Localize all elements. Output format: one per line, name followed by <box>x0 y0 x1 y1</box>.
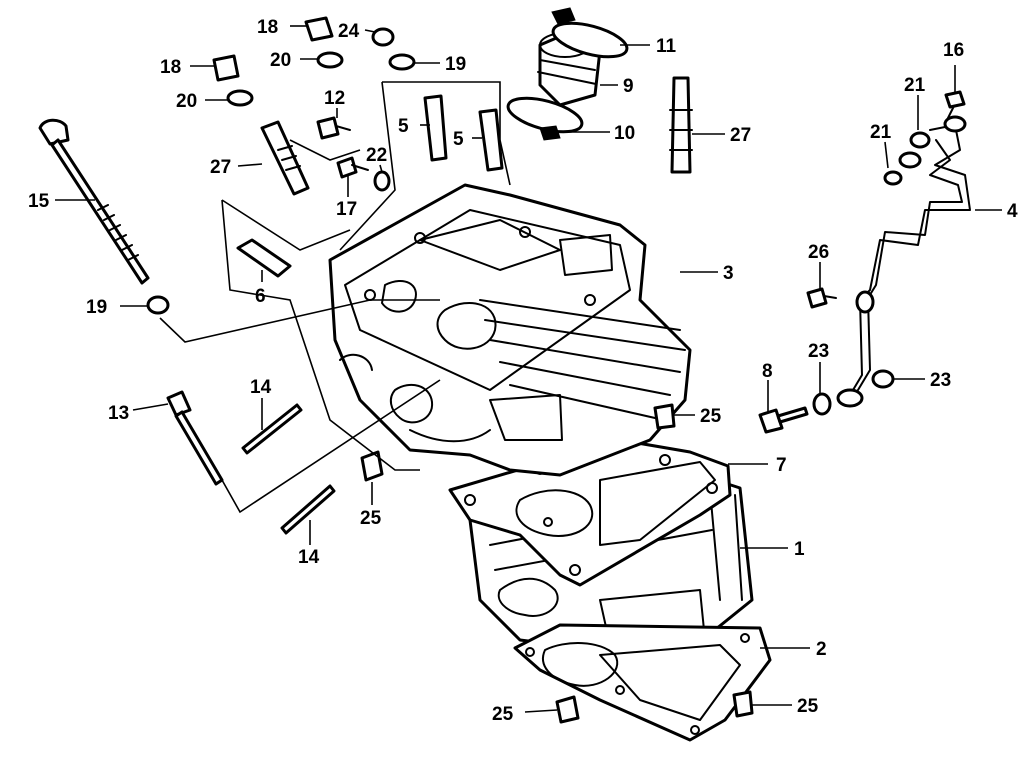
callout-14a: 14 <box>250 377 272 398</box>
part-bolt-26 <box>806 287 837 309</box>
part-long-bolt-15 <box>38 118 150 285</box>
callout-25d: 25 <box>797 696 819 717</box>
callout-5b: 5 <box>453 129 464 150</box>
callout-21a: 21 <box>904 75 926 96</box>
callout-20b: 20 <box>176 91 197 112</box>
part-oil-pipe <box>836 115 971 408</box>
callout-9: 9 <box>623 76 634 97</box>
callout-2: 2 <box>816 639 827 660</box>
part-bolt-12 <box>316 116 351 140</box>
callout-19b: 19 <box>445 54 466 75</box>
part-spark-plugs <box>260 76 693 196</box>
part-valve-guides <box>236 94 504 278</box>
callout-15: 15 <box>28 191 50 212</box>
callout-1: 1 <box>794 539 805 560</box>
callout-19a: 19 <box>86 297 107 318</box>
callout-11: 11 <box>656 36 677 57</box>
callout-17: 17 <box>336 199 357 220</box>
callout-23b: 23 <box>930 370 951 391</box>
part-bolt-13 <box>166 390 224 486</box>
callout-23a: 23 <box>808 341 829 362</box>
callout-27b: 27 <box>730 125 751 146</box>
callout-25c: 25 <box>492 704 514 725</box>
callout-5a: 5 <box>398 116 409 137</box>
callout-12: 12 <box>324 88 345 109</box>
callout-numbers: 1 2 3 4 5 5 6 7 8 9 10 11 12 13 14 14 15… <box>28 17 1018 725</box>
callout-18a: 18 <box>257 17 278 38</box>
callout-8: 8 <box>762 361 773 382</box>
callout-27a: 27 <box>210 157 231 178</box>
callout-13: 13 <box>108 403 129 424</box>
part-base-gasket <box>513 623 772 742</box>
callout-26: 26 <box>808 242 829 263</box>
callout-16: 16 <box>943 40 964 61</box>
part-bolt-17 <box>336 156 369 179</box>
part-dowel-pins <box>360 403 754 724</box>
callout-22: 22 <box>366 145 387 166</box>
assembly-guide-lines <box>159 81 511 514</box>
callout-3: 3 <box>723 263 734 284</box>
callout-6: 6 <box>255 286 266 307</box>
part-washers-and-nuts <box>146 16 931 416</box>
callout-25a: 25 <box>700 406 722 427</box>
part-cylinder-head <box>328 183 692 477</box>
callout-25b: 25 <box>360 508 382 529</box>
callout-24: 24 <box>338 21 360 42</box>
callout-20a: 20 <box>270 50 291 71</box>
part-bolt-8 <box>758 406 809 434</box>
callout-18b: 18 <box>160 57 181 78</box>
callout-14b: 14 <box>298 547 320 568</box>
part-stud-14 <box>241 403 336 535</box>
callout-7: 7 <box>776 455 787 476</box>
part-clamps <box>506 7 629 141</box>
callout-10: 10 <box>614 123 635 144</box>
callout-4: 4 <box>1007 201 1018 222</box>
callout-21b: 21 <box>870 122 892 143</box>
part-head-gasket <box>448 438 732 587</box>
callout-leaders <box>55 25 1002 713</box>
